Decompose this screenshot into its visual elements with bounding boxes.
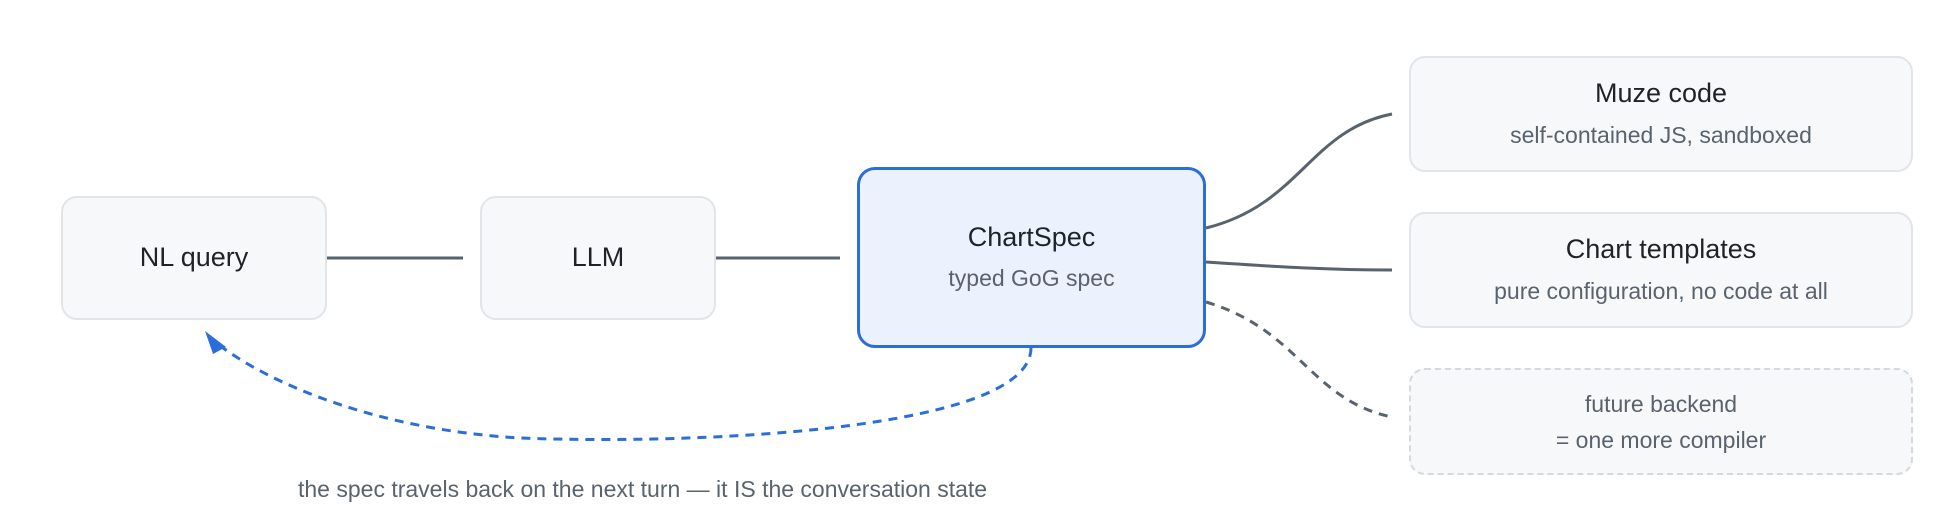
muze-code-title: Muze code	[1594, 78, 1728, 109]
future-backend-line2: = one more compiler	[1555, 426, 1767, 453]
feedback-arrowhead	[205, 331, 226, 354]
muze-code-node: Muze code self-contained JS, sandboxed	[1409, 56, 1913, 172]
future-backend-node: future backend = one more compiler	[1409, 368, 1913, 475]
chart-templates-node: Chart templates pure configuration, no c…	[1409, 212, 1913, 328]
feedback-arrow	[214, 340, 1033, 441]
edge-chartspec-muze	[1205, 112, 1393, 230]
chartspec-subtitle: typed GoG spec	[948, 265, 1115, 292]
llm-title: LLM	[571, 242, 625, 273]
chartspec-title: ChartSpec	[967, 221, 1096, 252]
nl-query-title: NL query	[139, 242, 249, 273]
chart-templates-title: Chart templates	[1565, 234, 1757, 265]
edge-chartspec-templates	[1205, 260, 1393, 272]
future-backend-line1: future backend	[1584, 390, 1738, 417]
nl-query-node: NL query	[61, 196, 327, 320]
muze-code-subtitle: self-contained JS, sandboxed	[1510, 121, 1812, 148]
edge-chartspec-future	[1205, 300, 1393, 419]
chartspec-node: ChartSpec typed GoG spec	[857, 167, 1206, 348]
chart-templates-subtitle: pure configuration, no code at all	[1494, 277, 1828, 304]
llm-node: LLM	[480, 196, 716, 320]
feedback-caption: the spec travels back on the next turn —…	[298, 476, 988, 502]
